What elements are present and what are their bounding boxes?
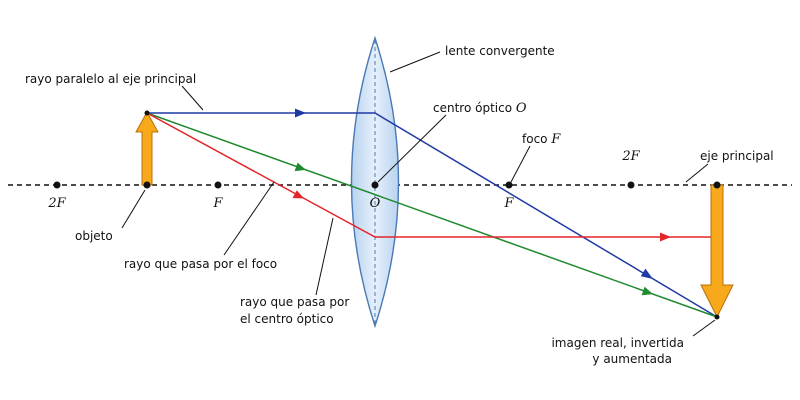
- point-o: [371, 181, 379, 189]
- label-center-ray-line2: el centro óptico: [240, 312, 334, 326]
- leader-main-axis: [685, 163, 709, 183]
- label-f-left: F: [212, 196, 223, 211]
- label-center-ray-line1: rayo que pasa por: [240, 295, 349, 309]
- label-f-right: F: [503, 196, 514, 211]
- label-o-point: O: [370, 196, 381, 211]
- leader-parallel-ray: [181, 85, 204, 111]
- label-2f-right: 2F: [621, 149, 640, 164]
- point-image-tip: [714, 314, 720, 320]
- point-object-base: [143, 181, 151, 189]
- green-arrowhead-1: [294, 162, 306, 172]
- label-focus-ray: rayo que pasa por el foco: [124, 257, 277, 271]
- label-optical-center: centro óptico: [433, 101, 512, 115]
- green-arrowhead-2: [641, 286, 653, 296]
- label-object: objeto: [75, 229, 113, 243]
- leader-lens: [389, 51, 441, 73]
- red-arrowhead-1: [292, 190, 304, 199]
- leader-lines: [121, 51, 716, 337]
- label-optical-center-group: centro óptico O: [433, 101, 527, 116]
- label-optical-center-symbol: O: [516, 101, 527, 116]
- label-2f-left: 2F: [47, 196, 66, 211]
- label-main-axis: eje principal: [700, 149, 774, 163]
- ray-through-center: [146, 112, 718, 318]
- red-arrowhead-2: [660, 232, 671, 242]
- leader-focus-ray: [223, 181, 275, 256]
- point-object-top: [144, 110, 150, 116]
- label-focus-symbol: F: [550, 132, 561, 147]
- point-2f-left: [53, 181, 61, 189]
- object-arrow: [135, 110, 159, 186]
- point-image-base: [713, 181, 721, 189]
- point-2f-right: [627, 181, 635, 189]
- leader-focus: [510, 145, 531, 183]
- leader-optical-center: [377, 114, 447, 183]
- blue-arrowhead-1: [295, 108, 306, 118]
- label-focus-group: foco F: [522, 132, 561, 147]
- label-parallel-ray: rayo paralelo al eje principal: [25, 72, 196, 86]
- leader-center-ray: [315, 217, 334, 296]
- point-f-left: [214, 181, 222, 189]
- leader-image: [692, 319, 716, 337]
- ray-parallel: [147, 112, 718, 318]
- leader-object: [121, 189, 146, 229]
- image-arrow: [700, 184, 734, 319]
- label-image-line2: y aumentada: [592, 352, 672, 366]
- blue-arrowhead-2: [640, 268, 653, 279]
- label-lens: lente convergente: [445, 44, 555, 58]
- label-focus: foco: [522, 132, 548, 146]
- label-image-line1: imagen real, invertida: [551, 336, 684, 350]
- ray-through-focus: [146, 112, 717, 238]
- point-f-right: [505, 181, 513, 189]
